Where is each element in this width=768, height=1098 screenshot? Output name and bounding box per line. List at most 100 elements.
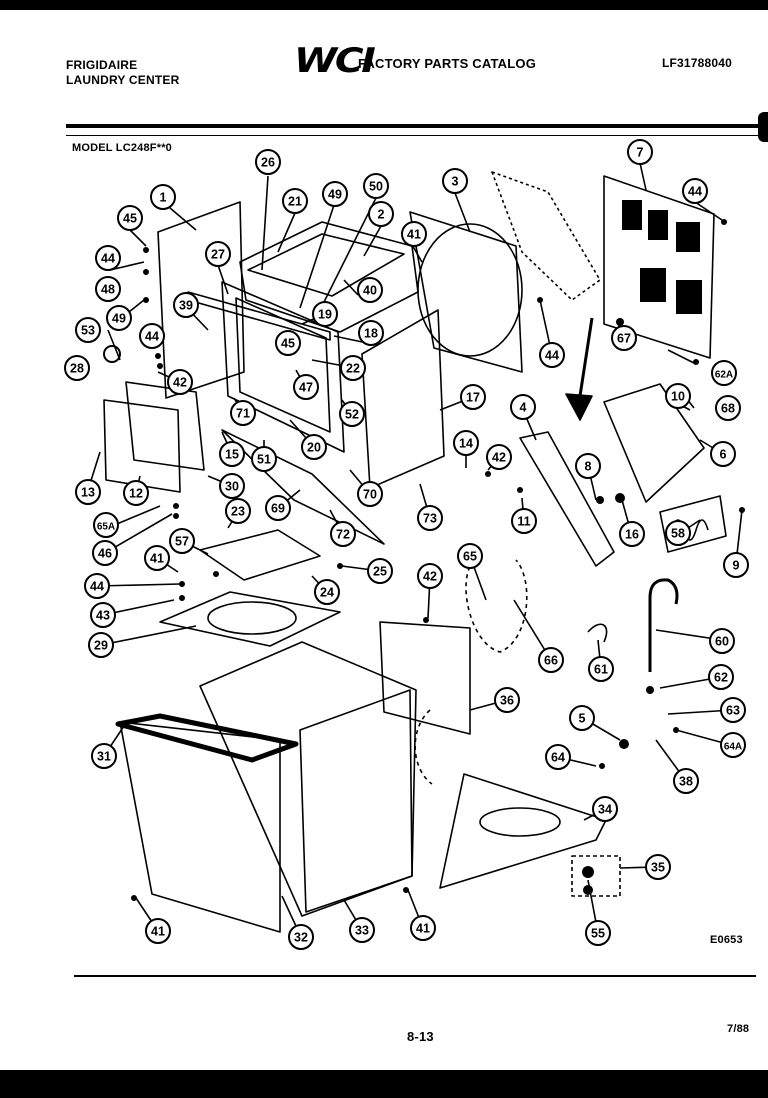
callout-c50: 50: [363, 173, 389, 199]
callout-number: 44: [101, 252, 115, 266]
callout-number: 62A: [715, 370, 733, 381]
part-heater-element: [659, 495, 727, 553]
callout-circle: [457, 543, 483, 569]
part-door: [103, 399, 181, 493]
callout-c12: 12: [123, 480, 149, 506]
callout-number: 61: [594, 663, 608, 677]
callout-c58: 58: [665, 520, 691, 546]
callout-number: 15: [225, 448, 239, 462]
callout-c55: 55: [585, 920, 611, 946]
brand-block: FRIGIDAIRE LAUNDRY CENTER: [66, 58, 179, 88]
callout-c48: 48: [95, 276, 121, 302]
callout-number: 7: [637, 146, 644, 160]
callout-c33: 33: [349, 917, 375, 943]
callout-circle: [91, 743, 117, 769]
callout-number: 63: [726, 704, 740, 718]
callout-c38: 38: [673, 768, 699, 794]
callout-c63: 63: [720, 697, 746, 723]
callout-c17: 17: [460, 384, 486, 410]
callout-number: 38: [679, 775, 693, 789]
callout-c41d: 41: [410, 915, 436, 941]
callout-c41c: 41: [145, 918, 171, 944]
top-border-band: [0, 0, 768, 10]
callout-c44d: 44: [139, 323, 165, 349]
callout-number: 43: [96, 609, 110, 623]
callout-number: 73: [423, 512, 437, 526]
callout-number: 23: [231, 505, 245, 519]
callout-number: 33: [355, 924, 369, 938]
callout-c13: 13: [75, 479, 101, 505]
part-toe-panel: [221, 429, 385, 545]
callout-circle: [538, 647, 564, 673]
callout-number: 49: [328, 188, 342, 202]
callout-number: 41: [151, 925, 165, 939]
callout-c10: 10: [665, 383, 691, 409]
callout-circle: [665, 520, 691, 546]
diagram-code: E0653: [710, 934, 743, 946]
callout-number: 62: [714, 671, 728, 685]
callout-number: 41: [416, 922, 430, 936]
callout-c20: 20: [301, 434, 327, 460]
callout-number: 64: [551, 751, 565, 765]
callout-circle: [349, 917, 375, 943]
callout-c8: 8: [575, 453, 601, 479]
callout-number: 44: [145, 330, 159, 344]
callout-c2: 2: [368, 201, 394, 227]
callout-c64a: 64A: [720, 732, 746, 758]
callout-circle: [169, 528, 195, 554]
callout-number: 4: [520, 401, 527, 415]
callout-number: 18: [364, 327, 378, 341]
callout-circle: [711, 360, 737, 386]
catalog-title: FACTORY PARTS CATALOG: [358, 56, 537, 71]
callout-number: 51: [257, 453, 271, 467]
callout-c23: 23: [225, 498, 251, 524]
callout-circle: [322, 181, 348, 207]
callout-number: 30: [225, 480, 239, 494]
callout-c62: 62: [708, 664, 734, 690]
callout-circle: [95, 276, 121, 302]
callout-circle: [265, 495, 291, 521]
callout-number: 35: [651, 861, 665, 875]
callout-circle: [417, 505, 443, 531]
callout-circle: [367, 558, 393, 584]
callout-circle: [75, 317, 101, 343]
callout-c65: 65: [457, 543, 483, 569]
callout-number: 42: [173, 376, 187, 390]
part-drum: [417, 223, 523, 357]
callout-number: 28: [70, 362, 84, 376]
callout-c42a: 42: [167, 369, 193, 395]
callout-circle: [106, 305, 132, 331]
callout-circle: [511, 508, 537, 534]
callout-number: 17: [466, 391, 480, 405]
callout-c42c: 42: [417, 563, 443, 589]
callout-number: 40: [363, 284, 377, 298]
callout-number: 65: [463, 550, 477, 564]
callout-circle: [453, 430, 479, 456]
callout-circle: [627, 139, 653, 165]
callout-circle: [219, 441, 245, 467]
callout-circle: [720, 732, 746, 758]
product-line: LAUNDRY CENTER: [66, 73, 180, 87]
callout-c35: 35: [645, 854, 671, 880]
callout-number: 10: [671, 390, 685, 404]
part-washer-top: [159, 591, 341, 647]
part-right-side-panel: [361, 309, 445, 489]
callout-c69: 69: [265, 495, 291, 521]
callout-number: 3: [452, 175, 459, 189]
callout-circle: [611, 325, 637, 351]
callout-circle: [205, 241, 231, 267]
callout-c57: 57: [169, 528, 195, 554]
model-label: MODEL LC248F**0: [72, 142, 172, 154]
callout-c40: 40: [357, 277, 383, 303]
callout-circle: [575, 453, 601, 479]
callout-c34: 34: [592, 796, 618, 822]
callout-c14: 14: [453, 430, 479, 456]
callout-c44e: 44: [84, 573, 110, 599]
callout-c28: 28: [64, 355, 90, 381]
callout-number: 22: [346, 362, 360, 376]
callout-number: 68: [721, 402, 735, 416]
callout-number: 34: [598, 803, 612, 817]
callout-c72: 72: [330, 521, 356, 547]
